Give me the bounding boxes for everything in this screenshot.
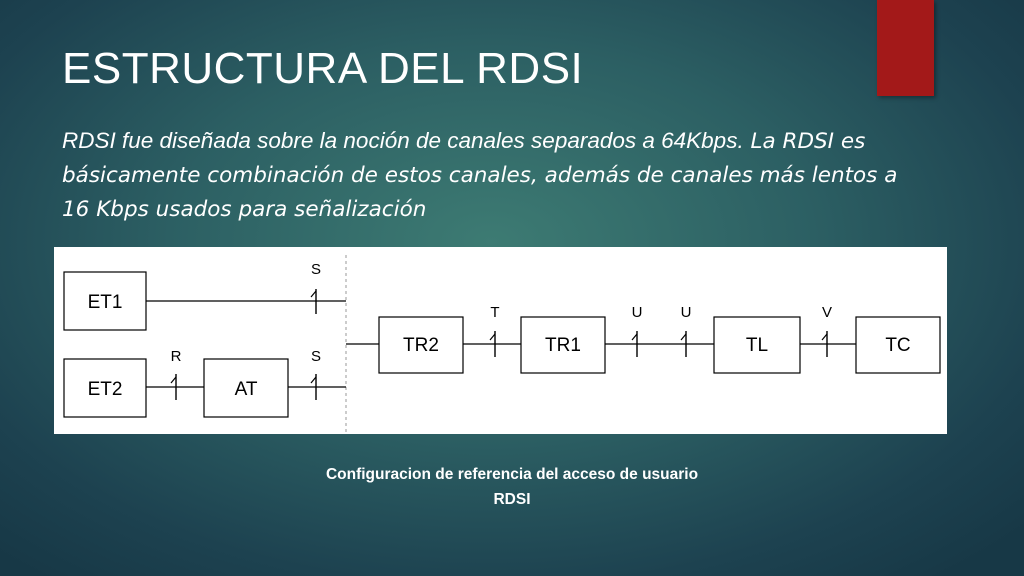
tick-s-top-mark bbox=[310, 290, 317, 298]
tick-r-mark bbox=[170, 376, 177, 384]
reference-diagram: ET1 ET2 AT TR2 TR1 TL TC S R S T U U V bbox=[54, 247, 947, 434]
slide-body-text: RDSI fue diseñada sobre la noción de can… bbox=[62, 124, 922, 226]
label-point-u1: U bbox=[632, 304, 643, 321]
label-et1: ET1 bbox=[88, 292, 123, 313]
diagram-caption: Configuracion de referencia del acceso d… bbox=[262, 462, 762, 512]
slide-title: ESTRUCTURA DEL RDSI bbox=[62, 44, 584, 93]
box-et2 bbox=[63, 358, 147, 418]
label-at: AT bbox=[235, 379, 258, 400]
diagram-svg: ET1 ET2 AT TR2 TR1 TL TC S R S T U U V bbox=[63, 255, 941, 434]
label-point-s-bottom: S bbox=[311, 348, 321, 365]
box-tl bbox=[713, 316, 801, 374]
accent-tab bbox=[877, 0, 934, 96]
caption-line-1: Configuracion de referencia del acceso d… bbox=[325, 466, 699, 483]
label-tl: TL bbox=[746, 335, 768, 356]
label-tr2: TR2 bbox=[403, 335, 439, 356]
tick-v-mark bbox=[821, 333, 828, 341]
box-tr2 bbox=[378, 316, 464, 374]
label-point-r: R bbox=[171, 348, 182, 365]
label-point-t: T bbox=[490, 304, 499, 321]
box-at bbox=[203, 358, 289, 418]
caption-line-2: RDSI bbox=[493, 491, 531, 508]
box-tc bbox=[855, 316, 941, 374]
tick-s-bottom-mark bbox=[310, 376, 317, 384]
label-tr1: TR1 bbox=[545, 335, 581, 356]
label-tc: TC bbox=[885, 335, 910, 356]
tick-u1-mark bbox=[631, 333, 638, 341]
label-point-v: V bbox=[822, 304, 832, 321]
body-lead: RDSI fue diseñada sobre la noción de can… bbox=[62, 128, 744, 153]
tick-t-mark bbox=[489, 333, 496, 341]
label-point-s-top: S bbox=[311, 261, 321, 278]
body-rest: La RDSI es básicamente combinación de es… bbox=[62, 129, 898, 222]
label-et2: ET2 bbox=[88, 379, 123, 400]
tick-u2-mark bbox=[680, 333, 687, 341]
label-point-u2: U bbox=[681, 304, 692, 321]
box-tr1 bbox=[520, 316, 606, 374]
